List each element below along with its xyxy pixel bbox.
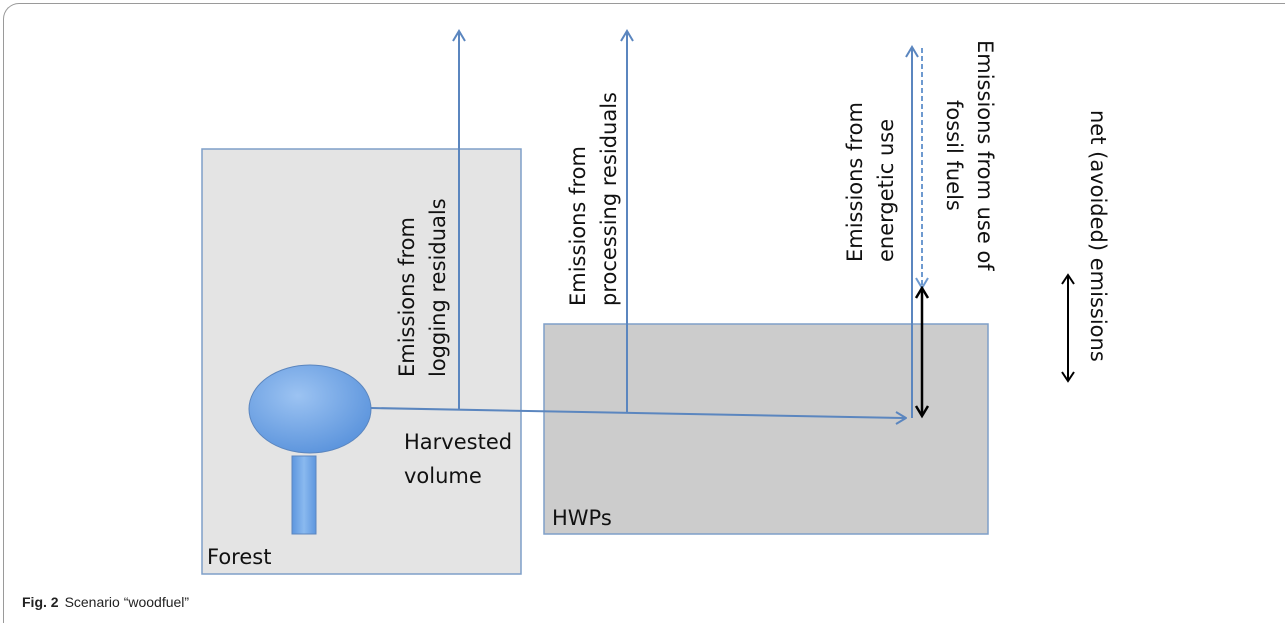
logging-emission-arrow — [452, 29, 466, 410]
energetic-label-line1: Emissions from — [843, 102, 867, 262]
harvested-label-line1: Harvested — [404, 430, 512, 454]
forest-box — [201, 148, 522, 575]
net-emission-double-arrow — [914, 285, 930, 419]
caption-text: Scenario “woodfuel” — [64, 594, 190, 610]
processing-label-line1: Emissions from — [566, 146, 590, 306]
logging-label-line1: Emissions from — [395, 217, 419, 377]
caption-label: Fig. 2 — [22, 594, 59, 610]
hwps-label: HWPs — [552, 506, 612, 530]
tree-crown — [248, 364, 372, 454]
energetic-label-line2: energetic use — [874, 119, 898, 262]
harvested-label-line2: volume — [404, 464, 482, 488]
figure-frame — [3, 3, 1285, 623]
forest-label: Forest — [207, 545, 271, 569]
logging-label-line2: logging residuals — [426, 198, 450, 377]
fossil-emission-arrow — [915, 48, 929, 290]
legend-double-arrow — [1061, 273, 1075, 383]
net-emissions-label: net (avoided) emissions — [1086, 110, 1110, 362]
figure-caption: Fig. 2 Scenario “woodfuel” — [22, 594, 189, 610]
tree-trunk — [291, 455, 317, 535]
hwps-box — [543, 323, 989, 535]
fossil-label-line2: fossil fuels — [942, 100, 966, 211]
processing-label-line2: processing residuals — [597, 92, 621, 306]
energetic-emission-arrow — [905, 45, 919, 418]
fossil-label-line1: Emissions from use of — [973, 40, 997, 271]
processing-emission-arrow — [620, 29, 634, 412]
